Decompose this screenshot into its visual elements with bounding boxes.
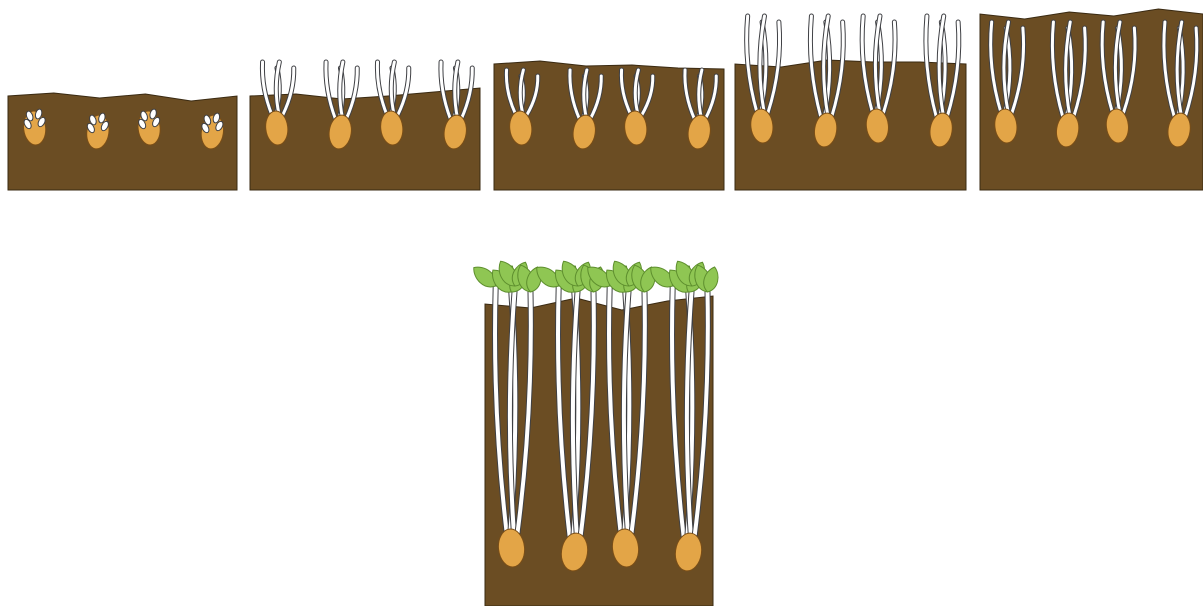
stage-3-panel <box>494 61 724 190</box>
stage-1-panel <box>8 93 237 190</box>
stage-4-panel <box>735 16 966 190</box>
stage-5-panel <box>980 9 1203 190</box>
stage-2-panel <box>250 62 480 190</box>
stage-6-panel <box>469 258 721 606</box>
